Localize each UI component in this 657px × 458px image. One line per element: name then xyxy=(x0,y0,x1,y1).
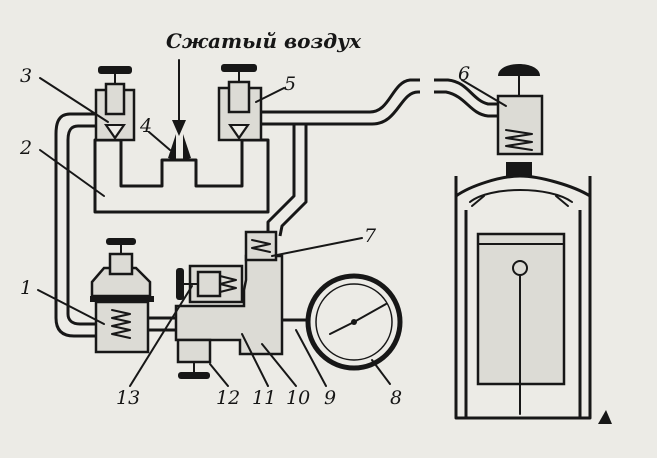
label-1: 1 xyxy=(20,277,32,299)
right-valve xyxy=(217,64,263,142)
left-pipe-loop xyxy=(54,112,96,338)
pressure-gauge xyxy=(282,273,403,371)
air-inlet-arrow xyxy=(172,59,186,136)
pressure-reducer xyxy=(90,238,176,354)
drain-valve xyxy=(176,338,212,379)
label-6: 6 xyxy=(458,63,470,85)
diagram-title: Сжатый воздух xyxy=(166,29,362,53)
label-9: 9 xyxy=(324,387,336,409)
label-2: 2 xyxy=(19,137,32,159)
label-12: 12 xyxy=(216,387,240,409)
callout-leaders xyxy=(37,77,507,387)
inlet-nozzle xyxy=(168,134,191,160)
label-4: 4 xyxy=(139,115,152,137)
pipe-to-cylinder-valve xyxy=(262,78,500,126)
engine-cylinder xyxy=(454,174,612,424)
label-8: 8 xyxy=(390,387,402,409)
electro-valve xyxy=(176,264,244,304)
cylinder-start-valve xyxy=(496,64,544,176)
label-11: 11 xyxy=(252,387,276,409)
left-valve xyxy=(94,66,136,142)
label-13: 13 xyxy=(116,387,140,409)
label-10: 10 xyxy=(286,387,310,409)
distribution-manifold xyxy=(93,138,270,214)
label-7: 7 xyxy=(364,225,377,247)
control-block xyxy=(174,124,308,356)
label-3: 3 xyxy=(20,65,32,87)
label-5: 5 xyxy=(284,73,296,95)
